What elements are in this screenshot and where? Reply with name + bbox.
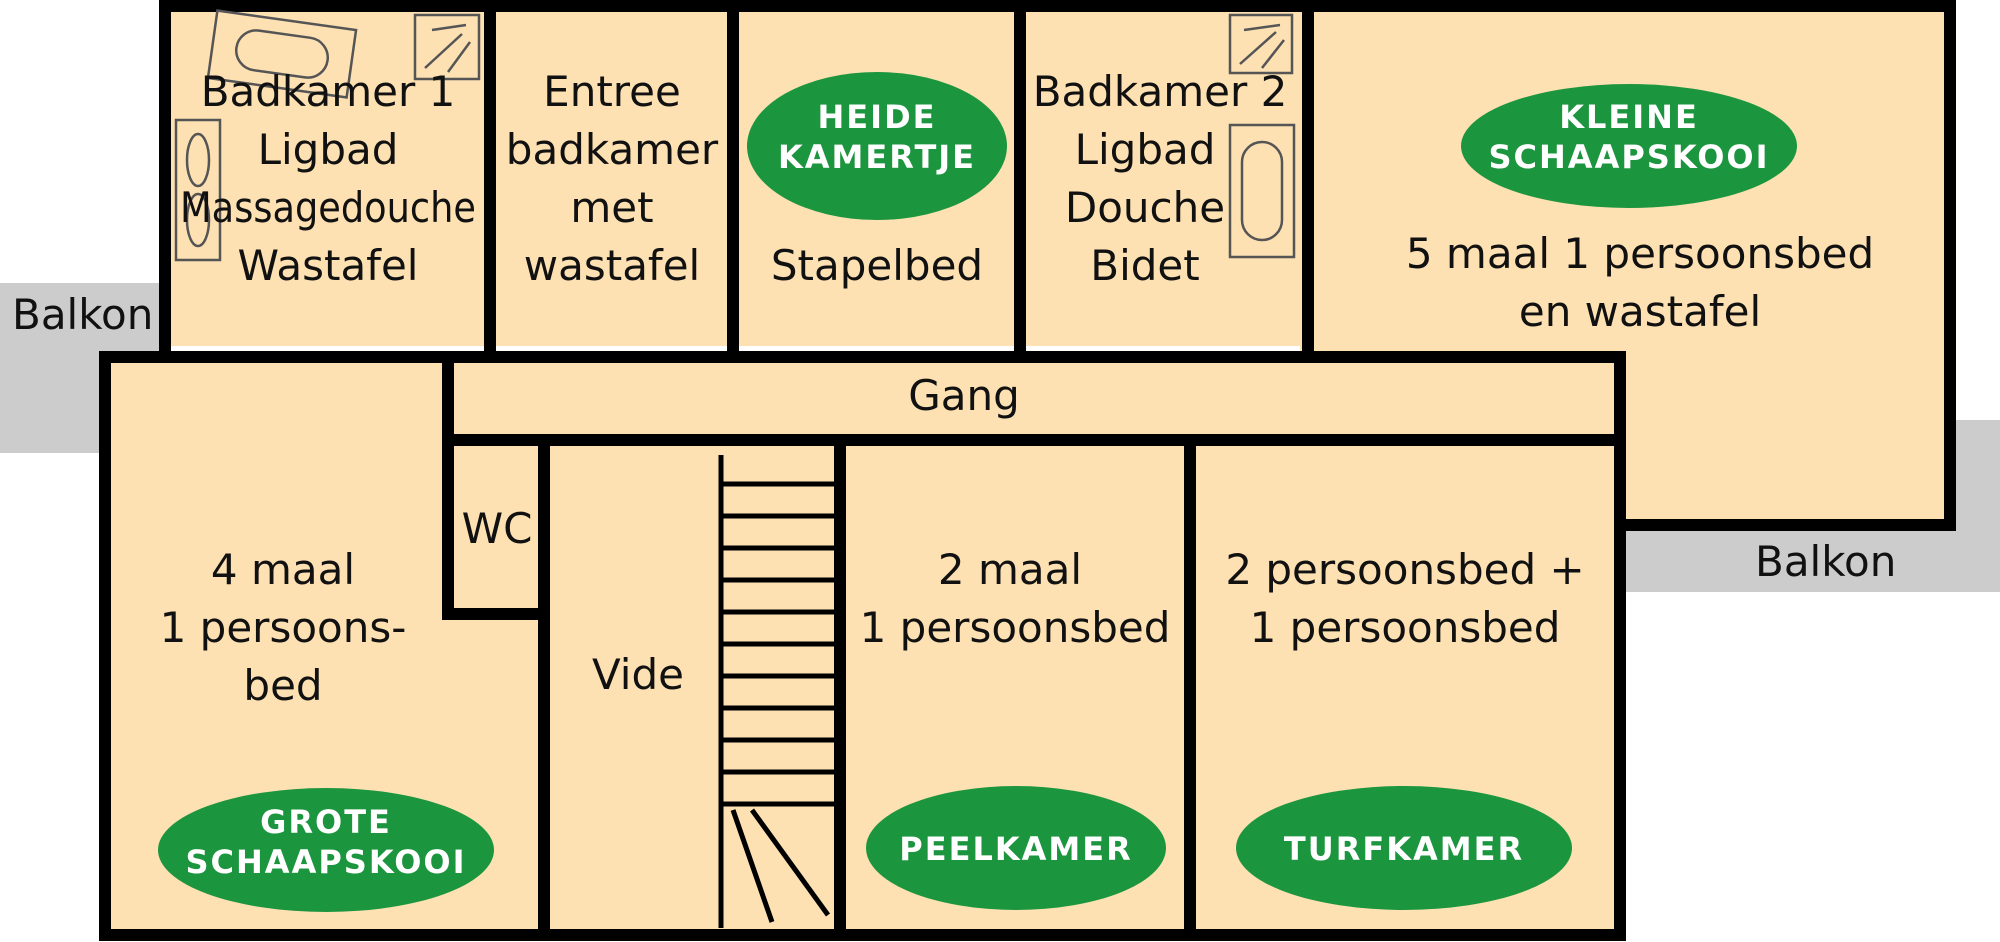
- room-badge-turf: [1236, 786, 1572, 910]
- bathtub-icon-2: [1228, 123, 1296, 259]
- room-kleine-line-1: 5 maal 1 persoonsbed: [1406, 229, 1874, 278]
- room-badge-grote-line-1: GROTE: [260, 803, 392, 841]
- room-badge-kleine: [1461, 84, 1797, 208]
- balcony-left-label: Balkon: [12, 290, 153, 339]
- room-badkamer-1-line-1: Badkamer 1: [201, 67, 456, 116]
- room-badge-heide-line-1: HEIDE: [818, 98, 937, 136]
- room-badkamer-2-line-3: Douche: [1065, 183, 1225, 232]
- room-grote-line-2: 1 persoons-: [160, 603, 407, 652]
- room-entree-line-4: wastafel: [524, 241, 700, 290]
- room-badge-kleine-line-1: KLEINE: [1559, 98, 1699, 136]
- room-badge-grote-line-2: SCHAAPSKOOI: [185, 843, 466, 881]
- room-badge-kleine-line-2: SCHAAPSKOOI: [1488, 138, 1769, 176]
- room-turfkamer: 2 persoonsbed + 1 persoonsbed TURFKAMER: [1225, 545, 1585, 910]
- balcony-right-label: Balkon: [1755, 537, 1896, 586]
- room-badkamer-1-line-2: Ligbad: [258, 125, 399, 174]
- staircase: [718, 455, 836, 928]
- room-entree-badkamer: Entree badkamer met wastafel: [506, 67, 719, 290]
- room-heide-line-1: Stapelbed: [771, 241, 983, 290]
- room-kleine-line-2: en wastafel: [1519, 287, 1761, 336]
- room-badkamer-2: Badkamer 2 Ligbad Douche Bidet: [1033, 67, 1288, 290]
- room-grote-line-1: 4 maal: [211, 545, 355, 594]
- room-vide-label: Vide: [592, 650, 684, 699]
- room-badge-peel-line-1: PEELKAMER: [899, 830, 1132, 868]
- room-badkamer-1: Badkamer 1 Ligbad Massagedouche Wastafel: [180, 67, 476, 290]
- room-badge-heide-line-2: KAMERTJE: [778, 138, 976, 176]
- room-badge-peel: [866, 786, 1166, 910]
- room-badkamer-2-line-1: Badkamer 2: [1033, 67, 1288, 116]
- room-entree-line-3: met: [570, 183, 653, 232]
- room-entree-line-1: Entree: [543, 67, 681, 116]
- room-badkamer-2-line-4: Bidet: [1090, 241, 1199, 290]
- room-badkamer-2-line-2: Ligbad: [1075, 125, 1216, 174]
- room-badkamer-1-line-3: Massagedouche: [180, 183, 476, 232]
- room-badge-grote: [158, 788, 494, 912]
- room-turf-line-2: 1 persoonsbed: [1250, 603, 1561, 652]
- walls: [99, 0, 1956, 941]
- shower-tray-icon: [174, 118, 222, 262]
- room-grote-line-3: bed: [243, 661, 322, 710]
- room-heide-kamertje: HEIDE KAMERTJE Stapelbed: [747, 72, 1007, 290]
- room-peelkamer: 2 maal 1 persoonsbed PEELKAMER: [860, 545, 1171, 910]
- sink-icon-2: [1228, 13, 1294, 75]
- room-peel-line-2: 1 persoonsbed: [860, 603, 1171, 652]
- room-wc-label: WC: [462, 504, 533, 553]
- sink-icon: [413, 13, 481, 81]
- room-entree-line-2: badkamer: [506, 125, 719, 174]
- room-badge-turf-line-1: TURFKAMER: [1284, 830, 1524, 868]
- room-badge-heide: [747, 72, 1007, 220]
- room-badkamer-1-line-4: Wastafel: [238, 241, 419, 290]
- room-gang-label: Gang: [908, 371, 1020, 420]
- room-peel-line-1: 2 maal: [938, 545, 1082, 594]
- room-grote-schaapskooi: 4 maal 1 persoons- bed GROTE SCHAAPSKOOI: [158, 545, 494, 912]
- room-turf-line-1: 2 persoonsbed +: [1225, 545, 1584, 594]
- room-kleine-schaapskooi: KLEINE SCHAAPSKOOI 5 maal 1 persoonsbed …: [1406, 84, 1874, 336]
- bathtub-icon: [206, 9, 358, 99]
